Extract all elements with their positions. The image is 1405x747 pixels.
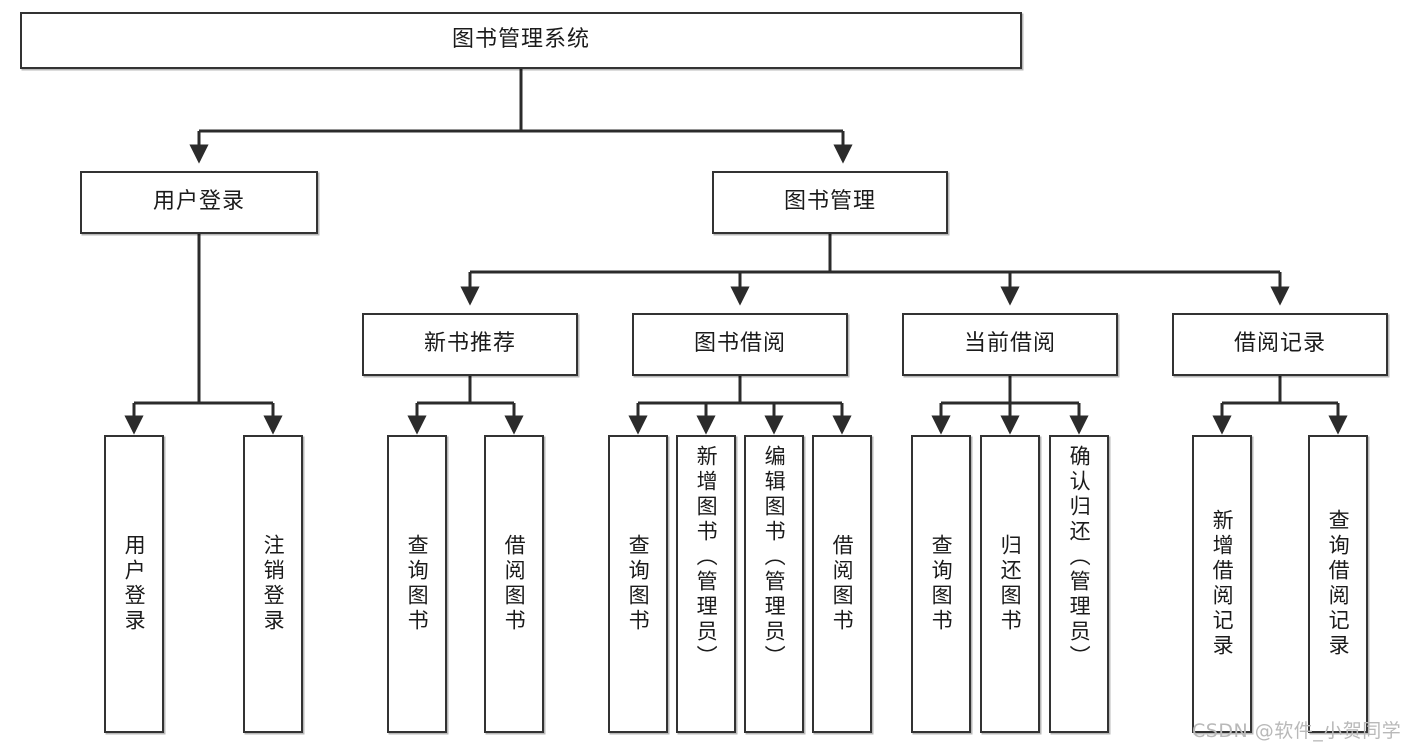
node-label: 借阅图书 bbox=[830, 534, 855, 634]
leaf-add-book-admin[interactable]: 新增图书（管理员） bbox=[676, 435, 736, 733]
node-book-borrow[interactable]: 图书借阅 bbox=[632, 313, 848, 376]
node-label: 借阅记录 bbox=[1233, 331, 1326, 357]
node-label: 注销登录 bbox=[261, 534, 286, 634]
node-label: 新增借阅记录 bbox=[1210, 509, 1235, 659]
leaf-query-book-current[interactable]: 查询图书 bbox=[911, 435, 971, 733]
leaf-query-borrow-record[interactable]: 查询借阅记录 bbox=[1308, 435, 1368, 733]
node-label: 查询借阅记录 bbox=[1326, 509, 1351, 659]
leaf-query-book-recommend[interactable]: 查询图书 bbox=[387, 435, 447, 733]
node-label: 查询图书 bbox=[405, 534, 430, 634]
node-label: 图书管理 bbox=[783, 189, 876, 215]
node-label: 新增图书（管理员） bbox=[694, 445, 719, 670]
node-new-book-recommend[interactable]: 新书推荐 bbox=[362, 313, 578, 376]
node-current-borrow[interactable]: 当前借阅 bbox=[902, 313, 1118, 376]
leaf-borrow-book-recommend[interactable]: 借阅图书 bbox=[484, 435, 544, 733]
leaf-user-login[interactable]: 用户登录 bbox=[104, 435, 164, 733]
csdn-watermark: CSDN @软件_小贺同学 bbox=[1192, 720, 1402, 742]
node-book-management[interactable]: 图书管理 bbox=[712, 171, 948, 234]
leaf-add-borrow-record[interactable]: 新增借阅记录 bbox=[1192, 435, 1252, 733]
node-label: 图书借阅 bbox=[693, 331, 786, 357]
node-label: 当前借阅 bbox=[963, 331, 1056, 357]
node-label: 查询图书 bbox=[626, 534, 651, 634]
node-label: 用户登录 bbox=[152, 189, 245, 215]
node-label: 归还图书 bbox=[998, 534, 1023, 634]
node-label: 用户登录 bbox=[122, 534, 147, 634]
leaf-logout[interactable]: 注销登录 bbox=[243, 435, 303, 733]
node-label: 查询图书 bbox=[929, 534, 954, 634]
node-label: 图书管理系统 bbox=[451, 27, 590, 53]
node-label: 确认归还（管理员） bbox=[1067, 445, 1092, 670]
node-label: 借阅图书 bbox=[502, 534, 527, 634]
leaf-borrow-book[interactable]: 借阅图书 bbox=[812, 435, 872, 733]
node-label: 编辑图书（管理员） bbox=[762, 445, 787, 670]
leaf-confirm-return-admin[interactable]: 确认归还（管理员） bbox=[1049, 435, 1109, 733]
node-user-login[interactable]: 用户登录 bbox=[80, 171, 318, 234]
leaf-query-book-borrow[interactable]: 查询图书 bbox=[608, 435, 668, 733]
node-borrow-records[interactable]: 借阅记录 bbox=[1172, 313, 1388, 376]
leaf-return-book[interactable]: 归还图书 bbox=[980, 435, 1040, 733]
node-label: 新书推荐 bbox=[423, 331, 516, 357]
node-root-system[interactable]: 图书管理系统 bbox=[20, 12, 1022, 69]
leaf-edit-book-admin[interactable]: 编辑图书（管理员） bbox=[744, 435, 804, 733]
